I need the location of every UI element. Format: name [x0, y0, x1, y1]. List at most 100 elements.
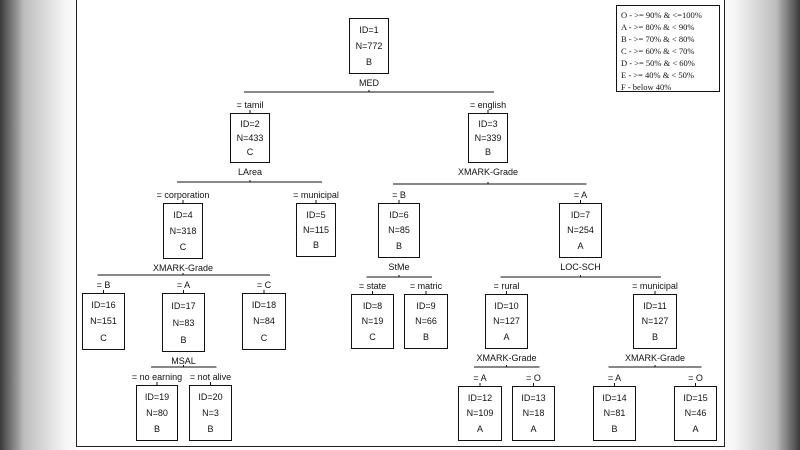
branch-condition-label: = corporation: [156, 190, 210, 200]
node-id: ID=15: [683, 392, 708, 403]
branch-condition-label: = municipal: [293, 190, 339, 200]
node-id: ID=19: [144, 392, 170, 402]
node-grade: B: [180, 334, 187, 345]
branch-condition-label: = no earning: [131, 372, 183, 382]
node-id: ID=16: [91, 300, 116, 311]
node-grade: B: [611, 424, 618, 435]
node-n: N=127: [493, 316, 520, 327]
node-n: N=318: [169, 226, 197, 236]
legend-entry: B - >= 70% & < 80%: [621, 34, 695, 44]
node-id: ID=17: [171, 300, 196, 311]
node-grade: B: [365, 57, 372, 67]
node-n: N=115: [302, 224, 330, 235]
node-n: N=254: [567, 225, 594, 236]
legend-entry: C - >= 60% & < 70%: [621, 46, 695, 56]
branch-condition-label: = state: [358, 281, 387, 291]
node-id: ID=4: [173, 210, 193, 220]
node-id: ID=9: [416, 300, 436, 311]
split-variable-label: LArea: [237, 167, 263, 177]
node-id: ID=12: [467, 392, 493, 403]
node-grade: B: [153, 424, 160, 434]
node-grade: A: [476, 424, 483, 435]
node-id: ID=3: [478, 119, 498, 129]
node-id: ID=11: [643, 300, 667, 311]
branch-condition-label: = O: [688, 373, 703, 383]
node-grade: B: [422, 332, 429, 343]
node-id: ID=6: [389, 209, 409, 220]
node-grade: A: [577, 241, 584, 252]
node-grade: B: [312, 240, 319, 251]
node-n: N=19: [361, 316, 384, 327]
node-n: N=772: [355, 41, 383, 51]
node-id: ID=20: [198, 392, 223, 402]
branch-condition-label: = B: [96, 280, 111, 290]
node-n: N=151: [90, 316, 117, 327]
branch-condition-label: = municipal: [632, 281, 678, 291]
split-variable-label: XMARK-Grade: [457, 167, 519, 177]
node-grade: A: [692, 424, 699, 435]
branch-condition-label: = A: [573, 190, 588, 200]
node-grade: C: [179, 242, 187, 252]
node-grade: C: [369, 332, 376, 343]
node-n: N=83: [172, 317, 195, 328]
branch-condition-label: = tamil: [236, 100, 264, 110]
split-variable-label: LOC-SCH: [560, 262, 601, 272]
node-n: N=84: [253, 316, 275, 327]
node-n: N=3: [202, 408, 219, 418]
split-variable-label: MED: [359, 78, 379, 88]
node-grade: B: [484, 147, 491, 157]
node-id: ID=18: [251, 300, 277, 311]
branch-condition-label: = C: [256, 280, 272, 290]
branch-condition-label: = A: [473, 373, 487, 383]
node-id: ID=14: [602, 392, 627, 403]
legend-entry: O - >= 90% & <=100%: [621, 10, 702, 20]
split-variable-label: MSAL: [171, 356, 196, 366]
branch-condition-label: = A: [607, 373, 622, 383]
node-id: ID=8: [362, 300, 383, 311]
branch-condition-label: = matric: [409, 281, 443, 291]
node-grade: A: [503, 332, 510, 343]
node-n: N=66: [415, 316, 437, 327]
node-grade: B: [207, 424, 214, 434]
node-n: N=81: [603, 408, 626, 419]
node-grade: B: [651, 332, 658, 343]
branch-condition-label: = english: [469, 100, 507, 110]
split-variable-label: XMARK-Grade: [476, 353, 537, 363]
node-n: N=109: [466, 408, 494, 419]
branch-condition-label: = O: [526, 373, 541, 383]
node-grade: A: [530, 424, 537, 435]
node-n: N=46: [684, 408, 707, 419]
branch-condition-label: = rural: [493, 281, 520, 291]
split-variable-label: XMARK-Grade: [152, 263, 214, 273]
node-id: ID=13: [521, 392, 546, 403]
node-id: ID=5: [306, 209, 326, 220]
node-n: N=433: [236, 133, 264, 143]
node-grade: C: [246, 147, 254, 157]
node-id: ID=2: [240, 119, 260, 129]
branch-condition-label: = not alive: [189, 372, 232, 382]
node-grade: C: [260, 332, 268, 343]
legend-entry: F - below 40%: [621, 82, 672, 92]
grade-legend: O - >= 90% & <=100% A - >= 80% & < 90% B -…: [616, 5, 720, 92]
legend-entry: A - >= 80% & < 90%: [621, 22, 695, 32]
